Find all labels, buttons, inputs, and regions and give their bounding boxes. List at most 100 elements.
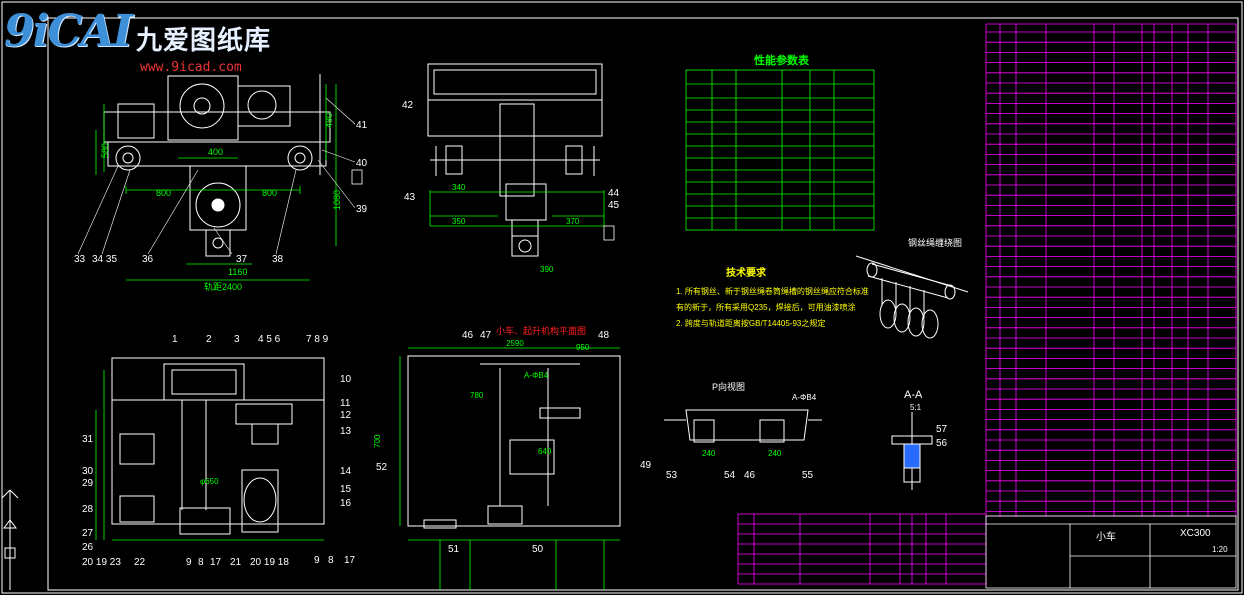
dim-780: 780 <box>470 391 484 400</box>
drawing-number: XC300 <box>1180 528 1211 539</box>
parts-list <box>985 23 1237 517</box>
balloon-16: 16 <box>340 498 352 509</box>
dim-350: 350 <box>452 217 466 226</box>
params-table <box>685 69 875 231</box>
tech-line-2: 有的新于，所有采用Q235，焊接后，可用油漆喷涂 <box>676 302 856 312</box>
inner-frame <box>47 17 1239 591</box>
balloon-37: 37 <box>236 254 248 265</box>
dim-390: 390 <box>540 265 554 274</box>
dim-2400: 轨距2400 <box>204 281 242 292</box>
front-elevation-right-balloons: 10 11 12 13 14 15 16 9 8 17 <box>314 374 356 566</box>
dim-240a: 240 <box>702 449 716 458</box>
balloon-56: 56 <box>936 438 948 449</box>
balloon-20-19-18: 20 19 18 <box>250 557 289 568</box>
front-elevation-view <box>111 357 325 535</box>
balloon-29: 29 <box>82 478 94 489</box>
plan-view-title: 小车、起升机构平面图 <box>496 325 586 336</box>
plan-view <box>407 355 621 529</box>
logo-url: www.9icad.com <box>140 60 242 75</box>
dim-480: 480 <box>324 113 334 128</box>
dim-1160: 1160 <box>228 267 247 277</box>
plan-view-dim-text: 2590 700 950 780 640 A-ΦB4 <box>373 339 590 456</box>
balloon-51: 51 <box>448 544 460 555</box>
balloon-3: 3 <box>234 334 240 345</box>
balloon-52: 52 <box>376 462 388 473</box>
balloon-54: 54 <box>724 470 736 481</box>
balloon-15: 15 <box>340 484 352 495</box>
section-aa <box>891 412 933 490</box>
dim-580: 580 <box>100 143 110 158</box>
dim-2590: 2590 <box>506 339 524 348</box>
balloon-30: 30 <box>82 466 94 477</box>
title-block-scale: 1:20 <box>1212 545 1228 554</box>
dim-800a: 800 <box>156 188 171 198</box>
title-block <box>985 515 1237 589</box>
balloon-10: 10 <box>340 374 352 385</box>
dim-640: 640 <box>538 447 552 456</box>
balloon-12: 12 <box>340 410 352 421</box>
balloon-42: 42 <box>402 100 414 111</box>
balloon-41: 41 <box>356 120 368 131</box>
balloon-22: 22 <box>134 557 146 568</box>
balloon-44: 44 <box>608 188 620 199</box>
rope-diagram-title: 钢丝绳缠绕图 <box>908 237 962 248</box>
dim-370: 370 <box>566 217 580 226</box>
balloon-50: 50 <box>532 544 544 555</box>
end-elevation-dimensions <box>429 190 605 227</box>
site-logo[interactable]: 9iCAI 九爱图纸库 www.9icad.com <box>4 6 294 76</box>
balloon-48: 48 <box>598 330 610 341</box>
balloon-8-r: 8 <box>328 555 334 566</box>
section-aa-title: A-A <box>904 389 923 401</box>
balloon-4-5-6: 4 5 6 <box>258 334 281 345</box>
balloon-57: 57 <box>936 424 948 435</box>
balloon-46: 46 <box>462 330 474 341</box>
section-aa-balloons: 57 56 <box>936 424 948 449</box>
end-rail-marker <box>603 225 615 241</box>
ucs-icon <box>1 489 19 590</box>
dim-700: 700 <box>373 434 382 448</box>
dim-800b: 800 <box>262 188 277 198</box>
balloon-7-8-9: 7 8 9 <box>306 334 329 345</box>
balloon-47: 47 <box>480 330 492 341</box>
logo-mark: 9iCAI <box>4 6 133 57</box>
tech-requirements: 技术要求 1. 所有钢丝、新于钢丝绳卷筒绳槽的钢丝绳应符合标准 有的新于，所有采… <box>676 266 869 328</box>
balloon-49: 49 <box>640 460 652 471</box>
tech-line-1: 1. 所有钢丝、新于钢丝绳卷筒绳槽的钢丝绳应符合标准 <box>676 286 869 296</box>
title-block-name: 小车 <box>1096 530 1116 543</box>
balloon-31: 31 <box>82 434 94 445</box>
balloon-13: 13 <box>340 426 352 437</box>
detail-a: A-ΦB4 <box>524 371 549 380</box>
balloon-11: 11 <box>340 398 351 409</box>
detail-b: A-ΦB4 <box>792 393 817 402</box>
side-elevation-balloons: 33 34 35 36 37 38 39 40 41 <box>74 120 368 265</box>
balloon-53: 53 <box>666 470 678 481</box>
plan-view-balloons: 46 47 48 49 50 51 52 <box>376 330 652 555</box>
side-elevation-dim-text: 800 800 400 1160 轨距2400 1080 480 580 <box>100 113 342 292</box>
side-elevation-leaders <box>77 97 356 255</box>
side-elevation-view <box>103 74 331 257</box>
balloon-46-p: 46 <box>744 470 756 481</box>
rail-marker <box>351 169 363 185</box>
front-elevation-dimensions <box>95 370 324 541</box>
balloon-55: 55 <box>802 470 814 481</box>
plan-view-dimensions <box>399 347 620 590</box>
front-elevation-left-balloons: 31 30 29 28 27 26 <box>82 434 94 553</box>
dim-1080: 1080 <box>332 190 342 210</box>
dim-240b: 240 <box>768 449 782 458</box>
params-table-title: 性能参数表 <box>754 53 810 67</box>
balloon-14: 14 <box>340 466 352 477</box>
balloon-21: 21 <box>230 557 242 568</box>
balloon-36: 36 <box>142 254 154 265</box>
balloon-40: 40 <box>356 158 368 169</box>
balloon-20-19-23: 20 19 23 <box>82 557 121 568</box>
balloon-2: 2 <box>206 334 212 345</box>
balloon-17-b: 17 <box>210 557 222 568</box>
balloon-38: 38 <box>272 254 284 265</box>
balloon-43: 43 <box>404 192 416 203</box>
balloon-17-r: 17 <box>344 555 356 566</box>
dim-400: 400 <box>208 147 223 157</box>
p-view-balloons: 53 54 46 55 <box>666 470 814 481</box>
balloon-45: 45 <box>608 200 620 211</box>
